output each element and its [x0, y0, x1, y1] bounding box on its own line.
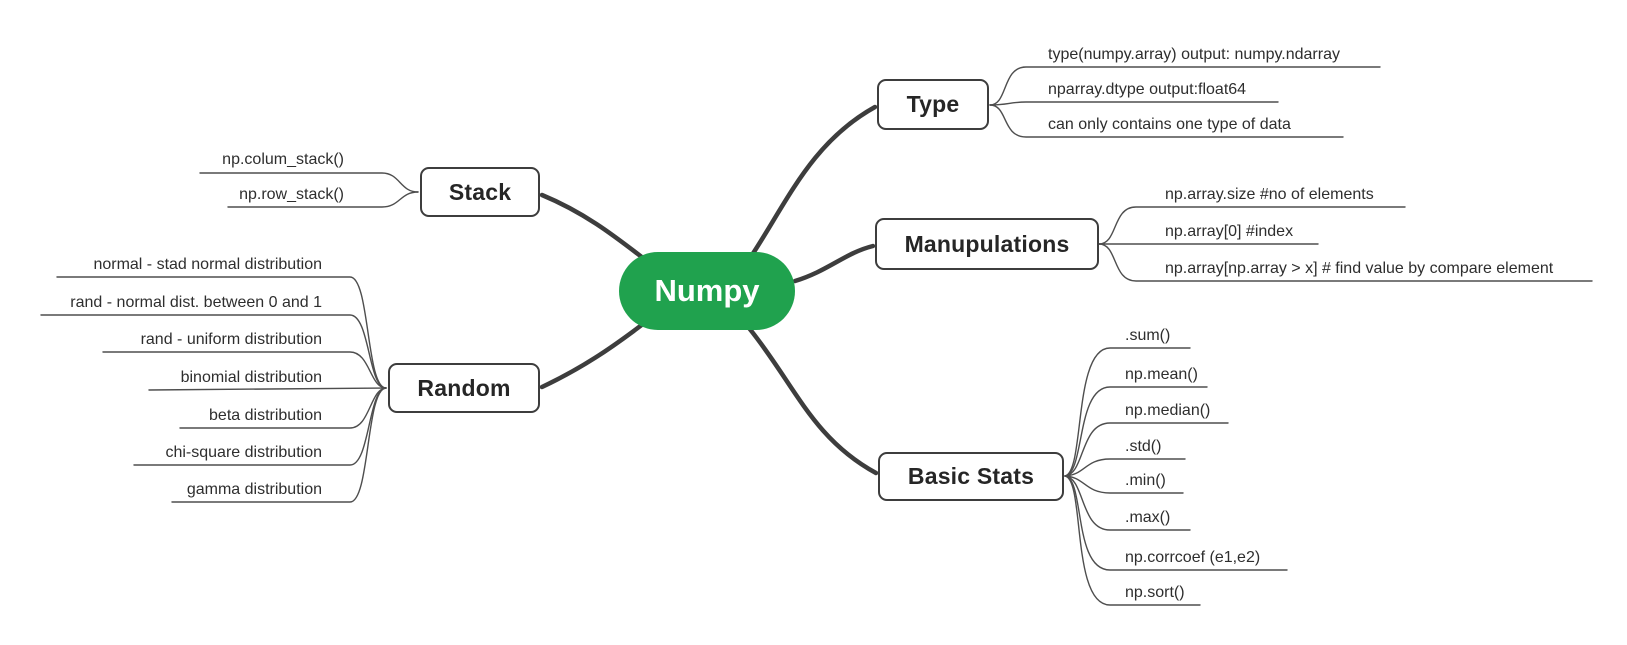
- leaf-basic-stats-1[interactable]: np.mean(): [1125, 366, 1198, 383]
- leaf-random-4[interactable]: beta distribution: [209, 407, 322, 424]
- leaf-connector-basic-stats-3: [1064, 458, 1186, 477]
- leaf-connector-random-0: [56, 276, 387, 389]
- root-node-numpy[interactable]: Numpy: [619, 252, 795, 330]
- leaf-connector-type-2: [989, 104, 1344, 138]
- branch-connector-random: [539, 321, 646, 390]
- leaf-connector-random-2: [102, 351, 387, 389]
- leaf-connector-stack-1: [227, 191, 419, 208]
- leaf-manupulations-1[interactable]: np.array[0] #index: [1165, 223, 1294, 240]
- branch-connector-manupulations: [792, 243, 876, 284]
- leaf-random-0[interactable]: normal - stad normal distribution: [93, 256, 322, 273]
- leaf-type-1[interactable]: nparray.dtype output:float64: [1048, 81, 1247, 98]
- branch-connector-basic-stats: [746, 325, 879, 476]
- topic-node-stack[interactable]: Stack: [420, 167, 540, 217]
- leaf-basic-stats-4[interactable]: .min(): [1125, 472, 1166, 489]
- leaf-connector-random-3: [148, 387, 387, 391]
- leaf-connector-type-1: [989, 101, 1279, 106]
- leaf-connector-basic-stats-1: [1064, 386, 1208, 477]
- topic-node-manupulations[interactable]: Manupulations: [875, 218, 1099, 270]
- leaf-connector-basic-stats-7: [1064, 475, 1201, 606]
- leaf-manupulations-0[interactable]: np.array.size #no of elements: [1165, 186, 1374, 203]
- branch-connector-stack: [539, 192, 646, 261]
- leaf-basic-stats-6[interactable]: np.corrcoef (e1,e2): [1125, 549, 1261, 566]
- leaf-manupulations-2[interactable]: np.array[np.array > x] # find value by c…: [1165, 260, 1554, 277]
- leaf-random-5[interactable]: chi-square distribution: [165, 444, 322, 461]
- leaf-connector-manupulations-2: [1098, 243, 1593, 282]
- leaf-connector-basic-stats-2: [1064, 422, 1229, 477]
- leaf-basic-stats-0[interactable]: .sum(): [1125, 327, 1171, 344]
- topic-node-basic-stats[interactable]: Basic Stats: [878, 452, 1064, 501]
- leaf-type-2[interactable]: can only contains one type of data: [1048, 116, 1291, 133]
- leaf-connector-basic-stats-0: [1064, 347, 1191, 477]
- branch-connector-type: [749, 104, 878, 258]
- leaf-connector-type-0: [989, 66, 1381, 106]
- leaf-stack-0[interactable]: np.colum_stack(): [222, 151, 344, 168]
- leaf-type-0[interactable]: type(numpy.array) output: numpy.ndarray: [1048, 46, 1340, 63]
- topic-node-type[interactable]: Type: [877, 79, 989, 130]
- leaf-connector-random-1: [40, 314, 387, 389]
- topic-node-random[interactable]: Random: [388, 363, 540, 413]
- leaf-random-2[interactable]: rand - uniform distribution: [140, 331, 322, 348]
- leaf-connector-random-6: [171, 387, 387, 503]
- leaf-basic-stats-5[interactable]: .max(): [1125, 509, 1171, 526]
- leaf-random-6[interactable]: gamma distribution: [186, 481, 322, 498]
- leaf-basic-stats-2[interactable]: np.median(): [1125, 402, 1211, 419]
- leaf-random-3[interactable]: binomial distribution: [180, 369, 322, 386]
- leaf-basic-stats-3[interactable]: .std(): [1125, 438, 1162, 455]
- leaf-connector-basic-stats-4: [1064, 475, 1184, 494]
- leaf-random-1[interactable]: rand - normal dist. between 0 and 1: [70, 294, 322, 311]
- leaf-connector-manupulations-0: [1098, 206, 1406, 245]
- leaf-stack-1[interactable]: np.row_stack(): [239, 186, 344, 203]
- leaf-connector-stack-0: [199, 172, 419, 193]
- leaf-connector-basic-stats-5: [1064, 475, 1191, 531]
- leaf-basic-stats-7[interactable]: np.sort(): [1125, 584, 1185, 601]
